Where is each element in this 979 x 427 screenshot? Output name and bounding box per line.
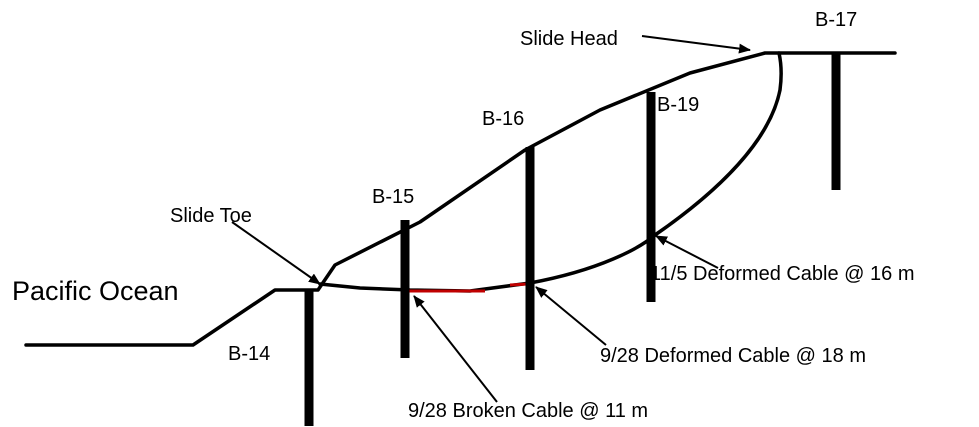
ocean-label: Pacific Ocean	[12, 276, 179, 306]
b14-label: B-14	[228, 343, 270, 365]
deformed-11-label: 11/5 Deformed Cable @ 16 m	[650, 263, 915, 285]
broken-cable-label: 9/28 Broken Cable @ 11 m	[408, 400, 648, 422]
deformed-928-arrow	[535, 286, 607, 346]
slide-toe-arrow	[231, 221, 321, 285]
ground-surface	[24, 51, 897, 347]
broken-cable-arrow	[413, 295, 498, 403]
broken-cable-segment-2	[509, 282, 529, 287]
b16-label: B-16	[482, 108, 524, 130]
b17-label: B-17	[815, 9, 857, 31]
deformed-928-label: 9/28 Deformed Cable @ 18 m	[600, 345, 866, 367]
b15-label: B-15	[372, 186, 414, 208]
slide-head-label: Slide Head	[520, 28, 618, 50]
slide-head-arrow	[641, 35, 751, 54]
b19-label: B-19	[657, 94, 699, 116]
slip-surface	[318, 51, 783, 293]
slide-toe-label: Slide Toe	[170, 205, 252, 227]
deformed-11-arrow	[655, 235, 719, 269]
